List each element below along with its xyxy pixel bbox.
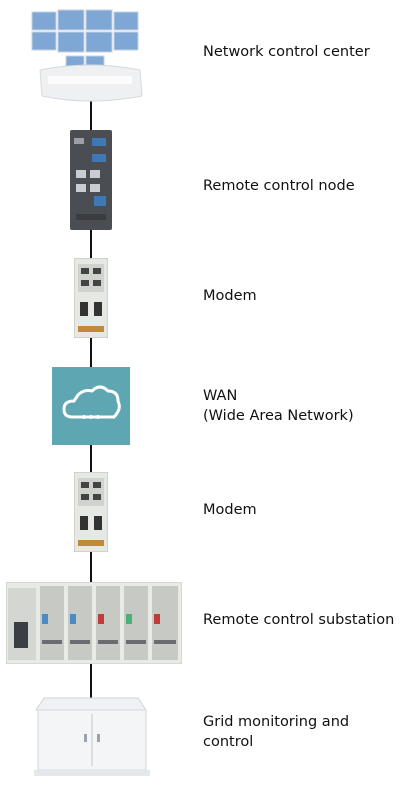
label-grid: Grid monitoring and control xyxy=(203,714,350,750)
control-center-icon xyxy=(31,9,143,102)
label-wan: WAN (Wide Area Network) xyxy=(203,388,354,424)
rack-device-icon xyxy=(70,130,112,230)
modem-icon-2 xyxy=(74,472,108,552)
modem-icon xyxy=(74,258,108,338)
label-control-center: Network control center xyxy=(203,44,370,60)
io-modules-icon xyxy=(6,582,182,664)
label-modem-2: Modem xyxy=(203,502,257,518)
label-substation: Remote control substation xyxy=(203,612,395,628)
cabinet-icon xyxy=(34,697,150,776)
label-remote-node: Remote control node xyxy=(203,178,355,194)
cloud-network-icon xyxy=(52,367,130,445)
label-modem-1: Modem xyxy=(203,288,257,304)
